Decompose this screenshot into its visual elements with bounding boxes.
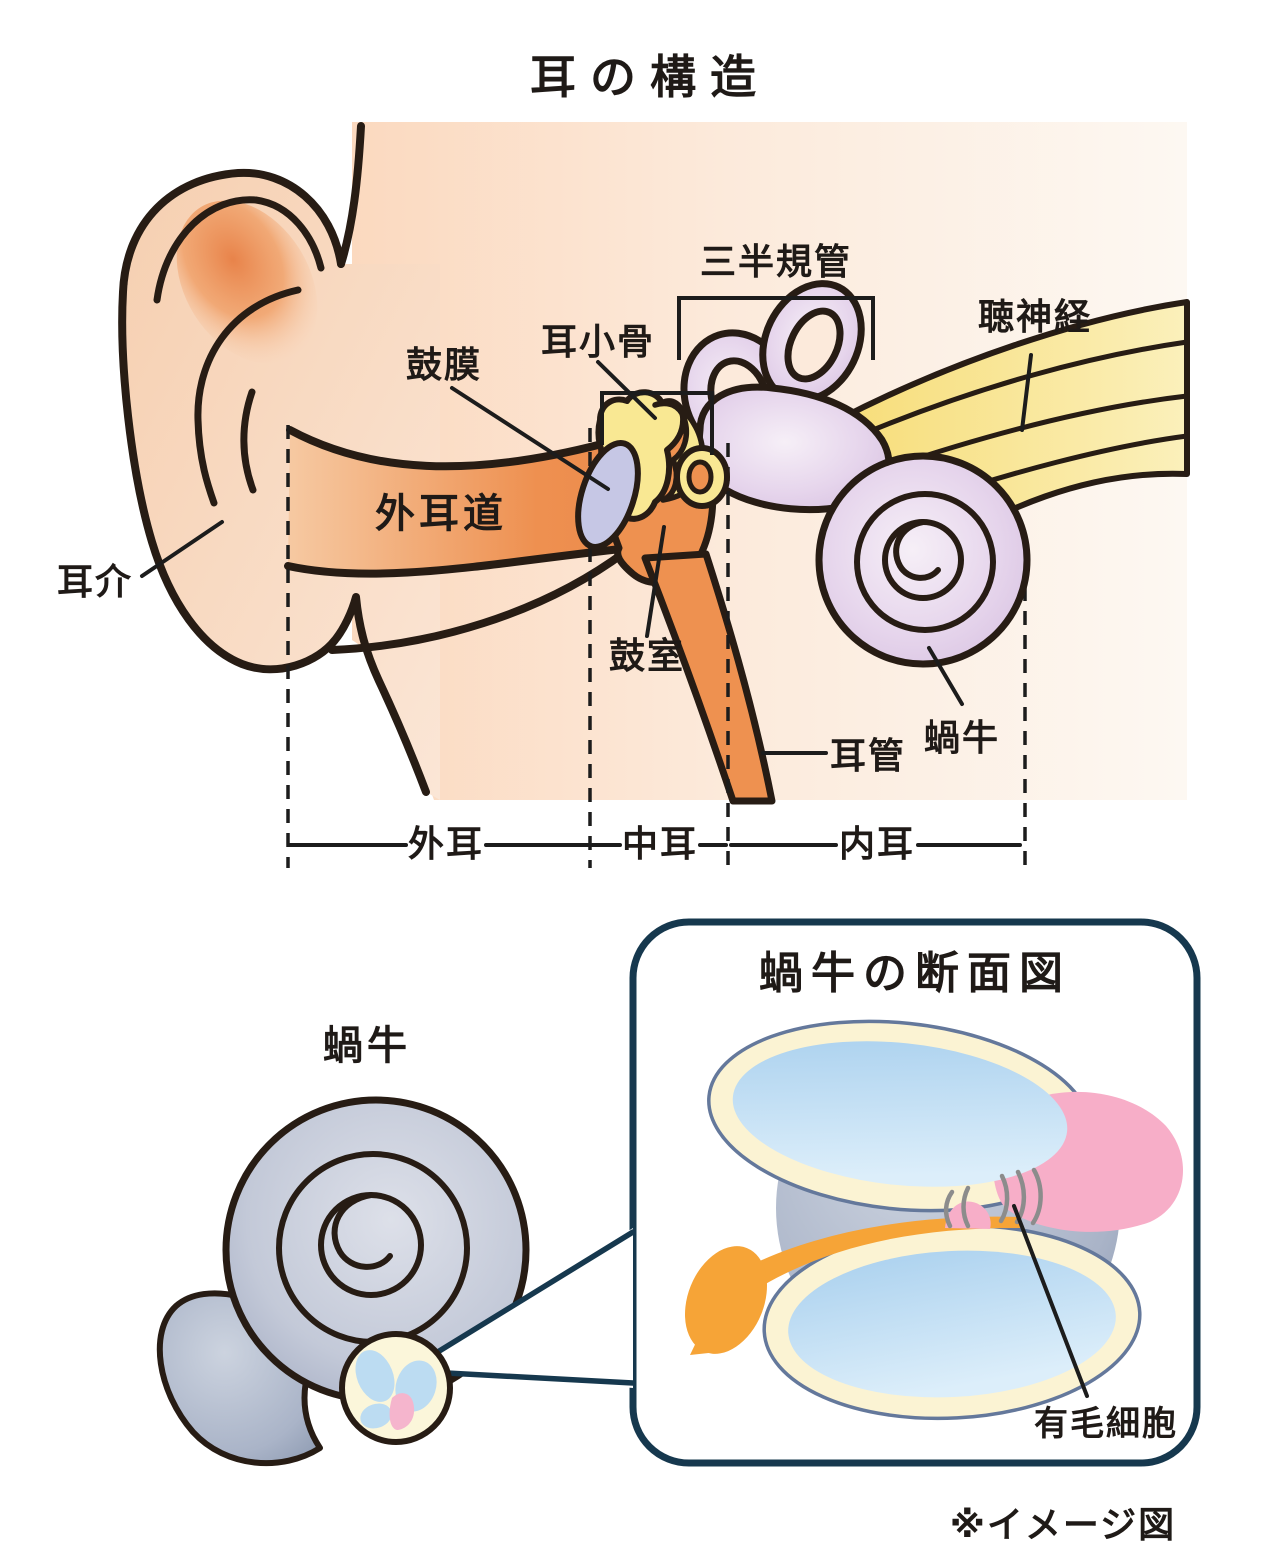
tympanic-cavity-leader bbox=[645, 525, 666, 638]
label-region-middle-ear: 中耳 bbox=[621, 824, 699, 865]
inset-cochlea-shape bbox=[156, 1096, 530, 1467]
annotation-lines bbox=[140, 296, 1033, 755]
auricle-shape bbox=[118, 122, 441, 800]
upper-chamber-blue bbox=[732, 1041, 1068, 1187]
ossicles-leader bbox=[596, 360, 657, 420]
eustachian-tube-shape bbox=[641, 550, 776, 805]
label-region-outer-ear: 外耳 bbox=[407, 824, 485, 865]
label-ear-canal: 外耳道 bbox=[375, 491, 507, 537]
cross-section-nerve-orange bbox=[684, 1216, 1020, 1355]
inset-small-cross-section bbox=[339, 1331, 453, 1445]
label-auricle: 耳介 bbox=[56, 562, 134, 603]
cochlea-shape bbox=[815, 452, 1031, 668]
label-cochlea: 蝸牛 bbox=[923, 718, 1001, 759]
label-tympanic-cavity: 鼓室 bbox=[608, 636, 686, 677]
label-inset-cochlea: 蝸牛 bbox=[323, 1023, 411, 1069]
hair-cells-leader bbox=[1012, 1204, 1089, 1398]
ear-hollow-shading bbox=[176, 200, 318, 364]
cochlea-cross-section bbox=[684, 1019, 1184, 1421]
eardrum-leader bbox=[450, 386, 610, 491]
panel-title: 蝸牛の断面図 bbox=[759, 948, 1071, 999]
label-ossicles: 耳小骨 bbox=[540, 322, 656, 363]
label-eardrum: 鼓膜 bbox=[405, 345, 483, 386]
auricle-leader bbox=[140, 520, 224, 578]
head-outline bbox=[337, 122, 365, 268]
page-title: 耳の構造 bbox=[530, 50, 770, 104]
ossicles-bracket bbox=[600, 391, 714, 455]
label-auditory-nerve: 聴神経 bbox=[977, 297, 1093, 338]
cochlea-leader bbox=[927, 646, 964, 706]
eardrum-shape bbox=[575, 440, 641, 550]
label-semicircular-canals: 三半規管 bbox=[699, 242, 853, 283]
auditory-nerve-leader bbox=[1020, 353, 1033, 432]
label-eustachian-tube: 耳管 bbox=[829, 736, 907, 777]
image-note: ※イメージ図 bbox=[949, 1505, 1177, 1545]
lower-chamber-blue bbox=[788, 1250, 1116, 1398]
label-region-inner-ear: 内耳 bbox=[838, 824, 916, 865]
label-hair-cells: 有毛細胞 bbox=[1034, 1404, 1178, 1444]
semicircular-canals-bracket bbox=[677, 296, 875, 360]
